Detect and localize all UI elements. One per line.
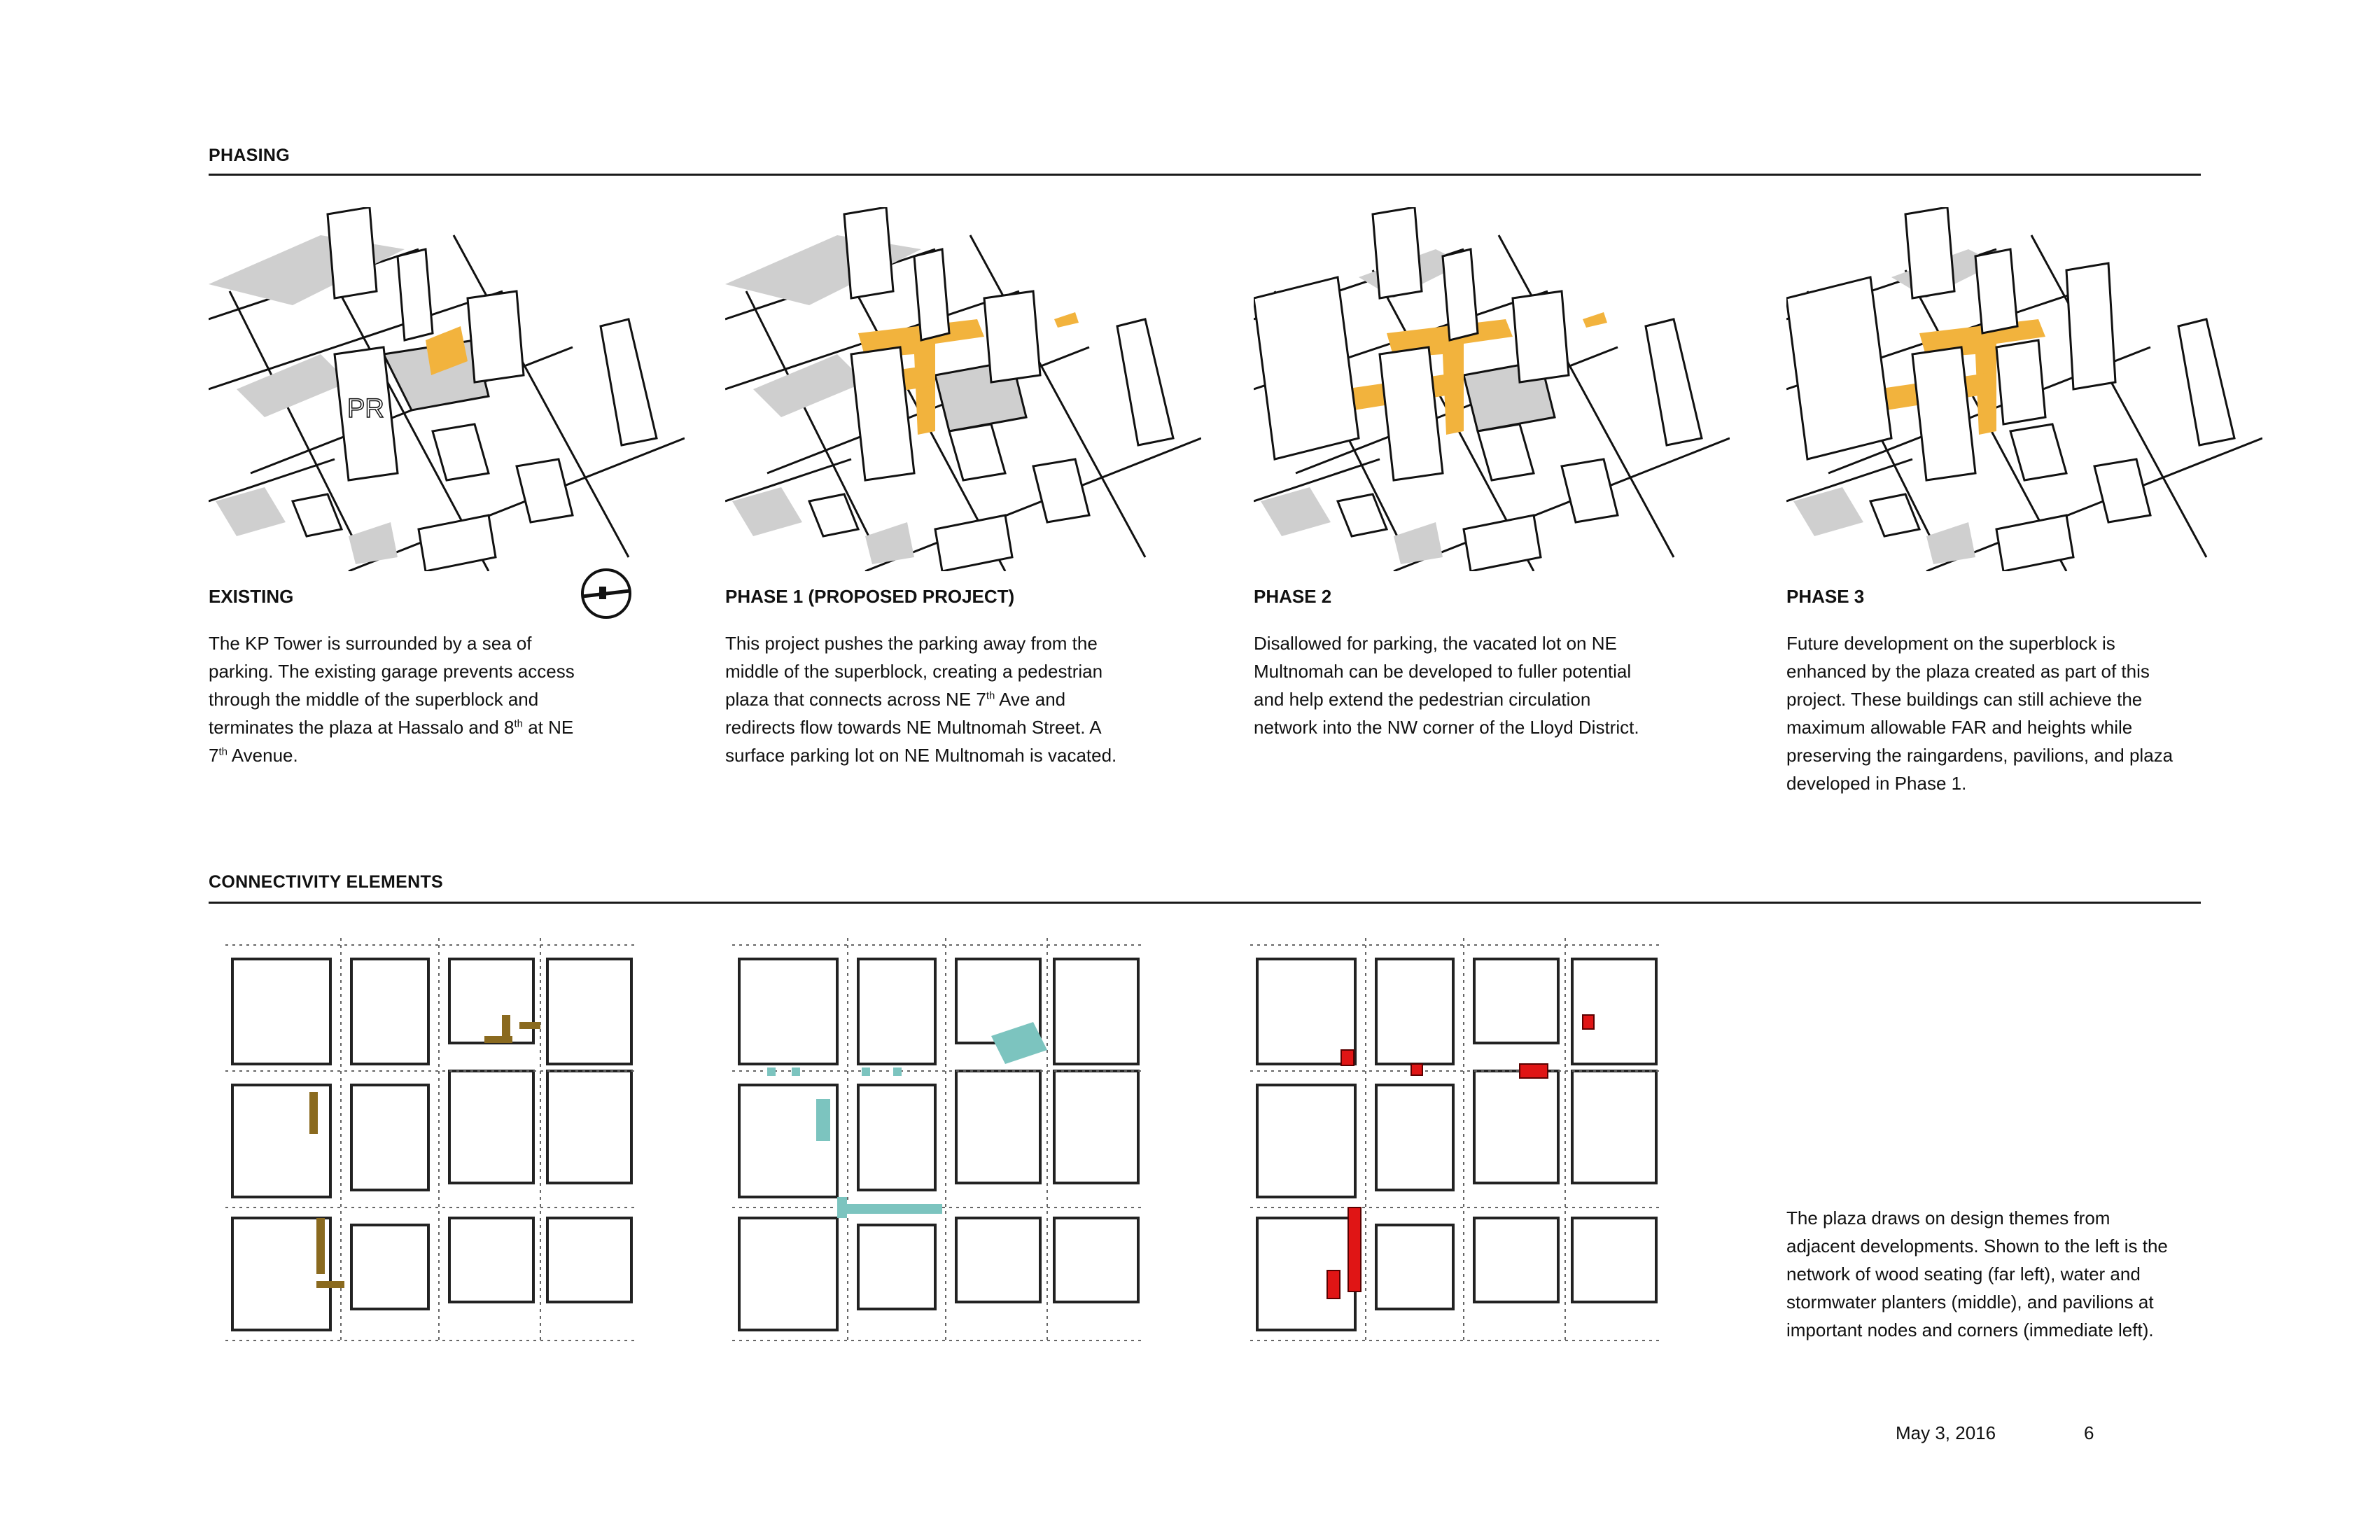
footer-date: May 3, 2016 bbox=[1896, 1422, 1996, 1444]
phase-2-heading: PHASE 2 bbox=[1254, 586, 1331, 608]
pavilions-plan bbox=[1243, 931, 1670, 1351]
phase-3-heading: PHASE 3 bbox=[1786, 586, 1864, 608]
phase-column-existing: PR EXISTING The KP Tower is surrounded b… bbox=[209, 207, 685, 571]
wood-seating-plan bbox=[218, 931, 645, 1351]
phase-column-phase-3: PHASE 3 Future development on the superb… bbox=[1786, 207, 2262, 571]
existing-description: The KP Tower is surrounded by a sea of p… bbox=[209, 629, 671, 769]
phase-3-description: Future development on the superblock is … bbox=[1786, 629, 2262, 797]
phase-1-heading: PHASE 1 (PROPOSED PROJECT) bbox=[725, 586, 1014, 608]
water-planters-plan bbox=[725, 931, 1152, 1351]
connectivity-divider bbox=[209, 902, 2201, 904]
connectivity-section-title: CONNECTIVITY ELEMENTS bbox=[209, 872, 443, 892]
existing-heading: EXISTING bbox=[209, 586, 293, 608]
phase-2-isometric-drawing bbox=[1254, 207, 1730, 571]
phase-1-isometric-drawing bbox=[725, 207, 1201, 571]
phase-3-isometric-drawing bbox=[1786, 207, 2262, 571]
north-arrow-icon bbox=[578, 566, 634, 622]
phasing-divider bbox=[209, 174, 2201, 176]
phase-column-phase-2: PHASE 2 Disallowed for parking, the vaca… bbox=[1254, 207, 1730, 571]
phasing-section-title: PHASING bbox=[209, 146, 290, 166]
phase-2-description: Disallowed for parking, the vacated lot … bbox=[1254, 629, 1716, 741]
page-number: 6 bbox=[2084, 1422, 2094, 1444]
kp-tower-label: PR bbox=[347, 394, 384, 424]
phase-1-description: This project pushes the parking away fro… bbox=[725, 629, 1187, 769]
connectivity-caption: The plaza draws on design themes from ad… bbox=[1786, 1204, 2220, 1344]
existing-isometric-drawing: PR bbox=[209, 207, 685, 571]
phase-column-phase-1: PHASE 1 (PROPOSED PROJECT) This project … bbox=[725, 207, 1201, 571]
